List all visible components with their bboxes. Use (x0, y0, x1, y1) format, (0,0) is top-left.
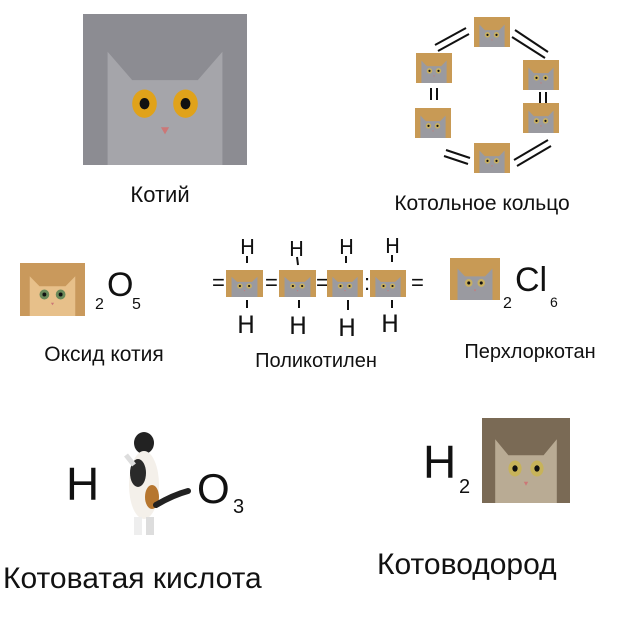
subscript: 6 (550, 294, 558, 310)
hydrogen-atom: H (289, 312, 308, 340)
ring-cat (474, 17, 510, 47)
double-bond: = (316, 270, 329, 295)
hydrogen-atom: H (339, 235, 355, 259)
hydrogen-atom: H (381, 310, 400, 338)
double-bond: = (265, 270, 278, 295)
subscript: 2 (95, 296, 104, 313)
subscript: 2 (459, 476, 471, 498)
subscript: 3 (233, 496, 245, 518)
hydrogen-atom: H (240, 235, 256, 259)
subscript: 5 (132, 296, 141, 313)
hydrogen-atom: H (289, 237, 305, 261)
double-bond: = (212, 270, 225, 295)
subscript: 2 (503, 295, 512, 312)
hydrogen-atom: H (338, 314, 357, 342)
chain-cat (370, 270, 406, 297)
chain-cat (327, 270, 363, 297)
label-oxide: Оксид котия (44, 343, 164, 366)
label-acid: Котоватая кислота (3, 562, 262, 595)
chain-cat (279, 270, 316, 297)
element-symbol: O (107, 266, 134, 304)
label-polymer: Поликотилен (255, 350, 377, 372)
element-symbol: H (66, 458, 100, 510)
ring-bonds (430, 27, 552, 167)
peeking-cat-photo (450, 258, 500, 300)
label-ring: Котольное кольцо (394, 192, 570, 215)
hydrogen-atom: H (237, 311, 256, 339)
element-symbol: H (423, 436, 457, 488)
standing-calico-cat (124, 432, 191, 535)
ring-cat (416, 53, 452, 83)
label-kotiy: Котий (130, 182, 190, 207)
element-symbol: O (197, 465, 230, 512)
bond: : (364, 270, 371, 295)
element-symbol: Cl (515, 261, 548, 299)
gray-cat-photo (83, 14, 247, 165)
hydrogen-atom: H (385, 234, 401, 258)
tabby-cat-photo (482, 418, 570, 503)
ring-cat (523, 103, 559, 133)
ring-cat (415, 108, 451, 138)
ring-cat (474, 143, 510, 173)
label-hydrogen: Котоводород (377, 548, 557, 581)
hydrogen-bonds (246, 255, 393, 310)
double-bond: = (411, 270, 424, 295)
kitten-photo (20, 263, 85, 316)
chain-cat (226, 270, 263, 297)
ring-cat (523, 60, 559, 90)
label-perchlor: Перхлоркотан (464, 341, 596, 363)
